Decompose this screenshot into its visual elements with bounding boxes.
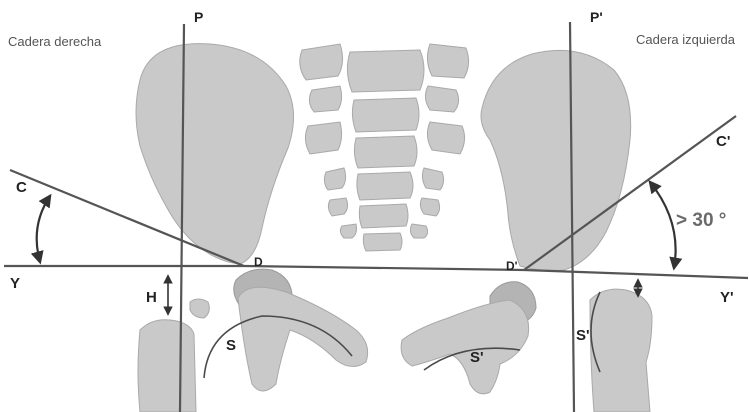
label-P: P	[194, 9, 203, 25]
label-H: H	[146, 289, 157, 306]
label-C-prime: C'	[716, 133, 730, 150]
angle-annotation: > 30 °	[676, 210, 726, 231]
label-S-prime-femur: S'	[576, 327, 590, 344]
label-S: S	[226, 337, 236, 354]
angle-arrow-right	[37, 196, 50, 262]
label-S-prime-pelvis: S'	[470, 349, 484, 366]
line-Y-prime	[524, 270, 748, 278]
right-hip-label: Cadera derecha	[8, 34, 102, 49]
angle-arrow-left	[650, 182, 676, 268]
label-D-prime: D'	[506, 259, 518, 273]
label-Y-prime: Y'	[720, 289, 734, 306]
label-P-prime: P'	[590, 9, 603, 25]
left-hip-label: Cadera izquierda	[636, 32, 736, 47]
label-C: C	[16, 179, 27, 196]
line-D-D-prime	[244, 266, 524, 270]
label-D: D	[254, 255, 263, 269]
sacrum	[300, 44, 469, 251]
label-Y: Y	[10, 275, 20, 292]
